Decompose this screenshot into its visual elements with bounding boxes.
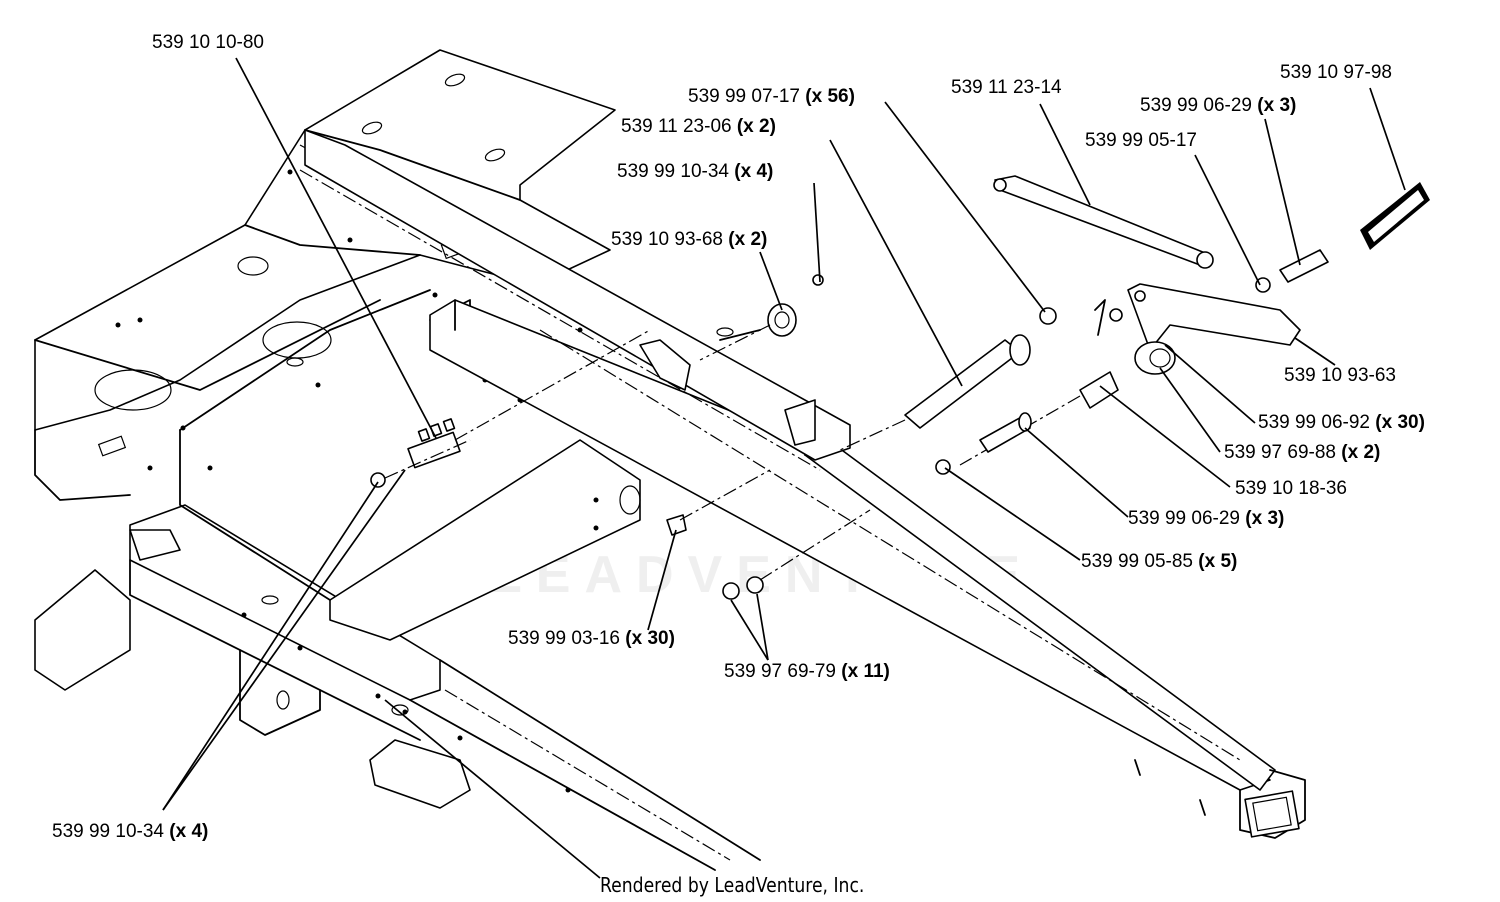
callout-539-99-03-16: 539 99 03-16 (x 30) [508, 629, 675, 648]
pin-539-99-03-16 [666, 469, 771, 536]
callout-qty: (x 2) [736, 116, 776, 137]
callout-part: 539 10 97-98 [1280, 62, 1392, 83]
callout-qty: (x 11) [841, 661, 890, 682]
callout-qty: (x 3) [1257, 95, 1297, 116]
callout-539-99-06-29-top: 539 99 06-29 (x 3) [1140, 96, 1296, 115]
nut-539-99-07-17 [1039, 307, 1057, 325]
bracket-539-10-93-68 [699, 274, 824, 361]
callout-part: 539 99 07-17 [688, 86, 800, 107]
badge-539-10-97-98 [1360, 182, 1430, 250]
shaft-539-11-23-06 [839, 334, 1031, 451]
callout-part: 539 10 18-36 [1235, 478, 1347, 499]
callout-part: 539 99 05-17 [1085, 130, 1197, 151]
callout-part: 539 10 93-63 [1284, 365, 1396, 386]
callout-539-97-69-79: 539 97 69-79 (x 11) [724, 662, 890, 681]
callout-qty: (x 30) [625, 628, 675, 649]
callout-part: 539 97 69-79 [724, 661, 836, 682]
upper-channel [304, 129, 851, 461]
callout-539-99-06-92: 539 99 06-92 (x 30) [1258, 413, 1425, 432]
callout-part: 539 10 93-68 [611, 229, 723, 250]
callout-539-97-69-88: 539 97 69-88 (x 2) [1224, 443, 1380, 462]
leader-lines [162, 57, 1406, 879]
callout-qty: (x 3) [1245, 508, 1285, 529]
callout-part: 539 99 10-34 [52, 821, 164, 842]
callout-part: 539 10 10-80 [152, 32, 264, 53]
nut-539-99-05-85 [935, 459, 951, 475]
callout-part: 539 99 06-92 [1258, 412, 1370, 433]
callout-539-99-10-34-bottom: 539 99 10-34 (x 4) [52, 822, 208, 841]
left-side-rail [34, 504, 761, 871]
callout-qty: (x 30) [1375, 412, 1425, 433]
callout-part: 539 99 06-29 [1128, 508, 1240, 529]
bolt-539-99-06-29-low [979, 412, 1032, 453]
render-credit: Rendered by LeadVenture, Inc. [600, 873, 865, 897]
clip-539-99-06-92 [1094, 299, 1123, 336]
lever-539-10-93-63 [1127, 283, 1301, 351]
callout-539-10-93-63: 539 10 93-63 [1284, 366, 1396, 385]
callout-qty: (x 5) [1198, 551, 1238, 572]
callout-part: 539 99 10-34 [617, 161, 729, 182]
bracket-539-10-10-80 [407, 329, 651, 469]
callout-539-11-23-14: 539 11 23-14 [951, 78, 1062, 97]
callout-part: 539 99 06-29 [1140, 95, 1252, 116]
deck-plate [34, 49, 616, 501]
spacer-539-10-18-36 [959, 371, 1119, 466]
callout-part: 539 11 23-06 [621, 116, 732, 137]
nuts-539-97-69-79 [722, 509, 871, 600]
callout-539-10-97-98: 539 10 97-98 [1280, 63, 1392, 82]
callout-qty: (x 4) [169, 821, 209, 842]
callout-part: 539 99 03-16 [508, 628, 620, 649]
bolt-539-99-10-34-left [370, 439, 471, 488]
callout-part: 539 11 23-14 [951, 77, 1062, 98]
callout-part: 539 99 05-85 [1081, 551, 1193, 572]
callout-qty: (x 2) [1341, 442, 1381, 463]
plate-part [639, 339, 691, 391]
callout-539-10-18-36: 539 10 18-36 [1235, 479, 1347, 498]
tongue-beam [299, 144, 1306, 839]
callout-539-99-10-34-top: 539 99 10-34 (x 4) [617, 162, 773, 181]
callout-539-99-06-29-low: 539 99 06-29 (x 3) [1128, 509, 1284, 528]
bolt-539-99-06-29-top [1255, 249, 1329, 293]
callout-qty: (x 56) [805, 86, 855, 107]
callout-539-10-93-68: 539 10 93-68 (x 2) [611, 230, 767, 249]
callout-539-11-23-06: 539 11 23-06 (x 2) [621, 117, 776, 136]
callout-539-99-07-17: 539 99 07-17 (x 56) [688, 87, 855, 106]
callout-539-10-10-80: 539 10 10-80 [152, 33, 264, 52]
callout-539-99-05-85: 539 99 05-85 (x 5) [1081, 552, 1237, 571]
callout-qty: (x 2) [728, 229, 768, 250]
callout-539-99-05-17: 539 99 05-17 [1085, 131, 1197, 150]
rod-539-11-23-14 [993, 175, 1214, 269]
callout-part: 539 97 69-88 [1224, 442, 1336, 463]
bushing-539-97-69-88 [1134, 341, 1176, 375]
callout-qty: (x 4) [734, 161, 774, 182]
